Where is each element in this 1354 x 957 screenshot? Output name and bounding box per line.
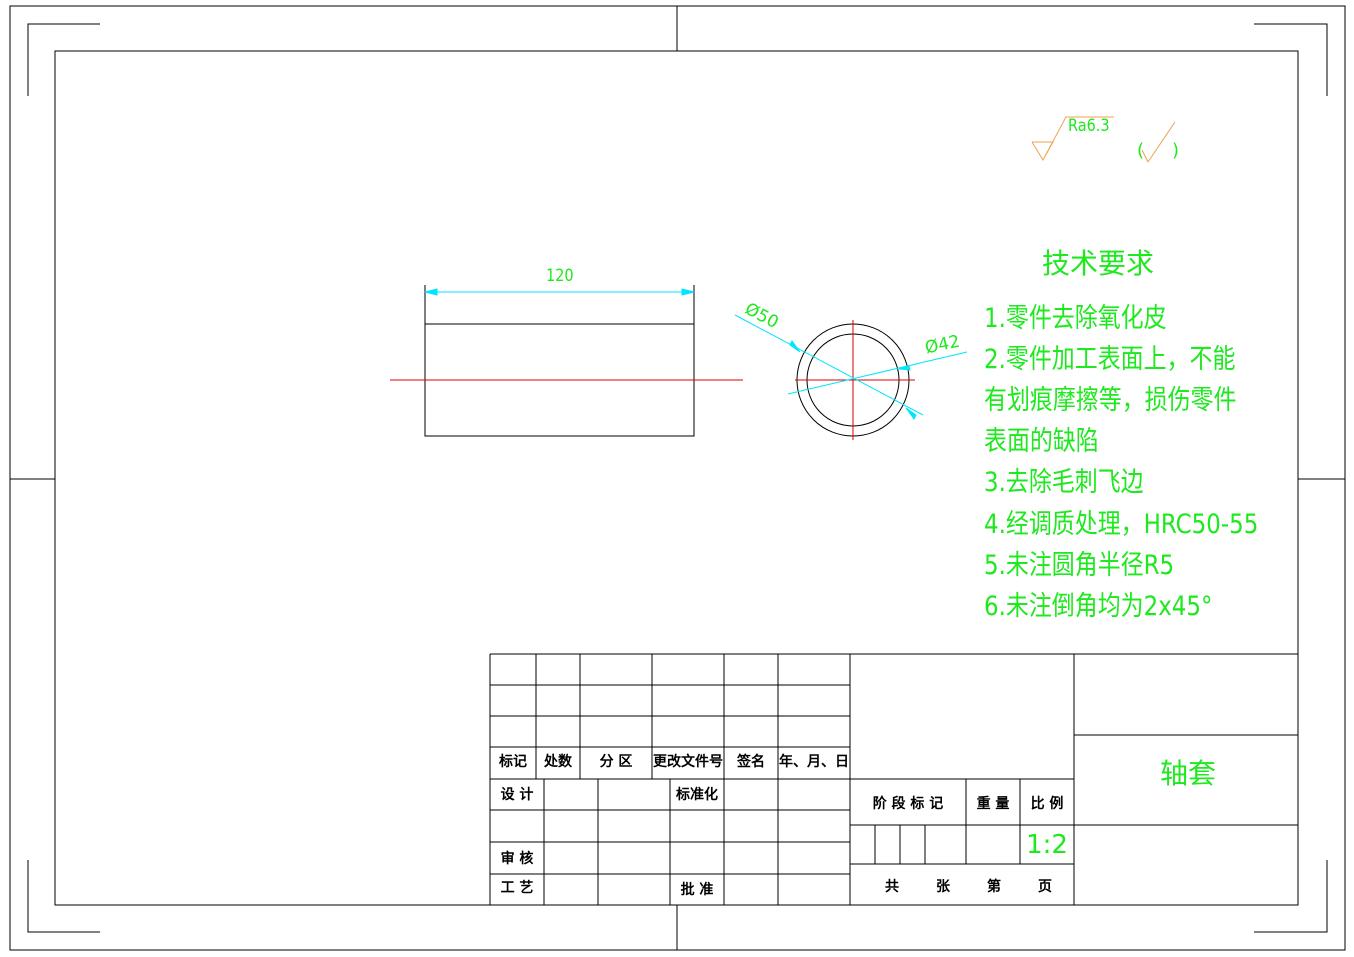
requirement-line: 2.零件加工表面上，不能 [984,344,1236,375]
sheet-number-label: 第 [987,879,1001,895]
requirement-line: 4.经调质处理，HRC50-55 [984,509,1259,540]
approve-label: 批 准 [680,882,714,898]
stage-label: 阶 段 标 记 [872,796,944,812]
header-mark: 标记 [499,754,527,770]
requirement-line: 3.去除毛刺飞边 [984,467,1144,498]
inner-dia-leader [787,351,968,395]
header-date: 年、月、日 [779,754,849,770]
requirement-line: 1.零件去除氧化皮 [984,303,1167,334]
design-label: 设 计 [500,787,534,803]
header-count: 处数 [544,754,572,770]
process-label: 工 艺 [500,880,534,896]
requirement-line: 5.未注圆角半径R5 [984,550,1175,581]
header-zone: 分 区 [599,754,633,770]
review-label: 审 核 [500,851,534,867]
page-label: 页 [1038,879,1052,895]
requirements-title: 技术要求 [1042,247,1155,280]
sheets-total-label: 共 [885,879,899,895]
requirement-line: 表面的缺陷 [984,426,1099,457]
roughness-paren-open: ( [1137,140,1145,161]
requirement-line: 6.未注倒角均为2x45° [984,591,1213,622]
roughness-symbol [1031,116,1176,163]
part-name: 轴套 [1160,757,1217,790]
roughness-paren-close: ) [1172,140,1180,161]
roughness-value: Ra6.3 [1068,116,1110,136]
requirement-line: 有划痕摩擦等，损伤零件 [984,385,1237,416]
header-change-doc: 更改文件号 [653,754,723,770]
scale-value: 1:2 [1026,830,1068,860]
weight-label: 重 量 [976,796,1010,812]
length-dimension: 120 [546,266,574,286]
scale-label: 比 例 [1030,796,1064,812]
standard-label: 标准化 [676,787,718,803]
outer-dia-leader [734,314,924,416]
header-signature: 签名 [737,754,765,770]
sheets-unit-label: 张 [936,879,950,895]
